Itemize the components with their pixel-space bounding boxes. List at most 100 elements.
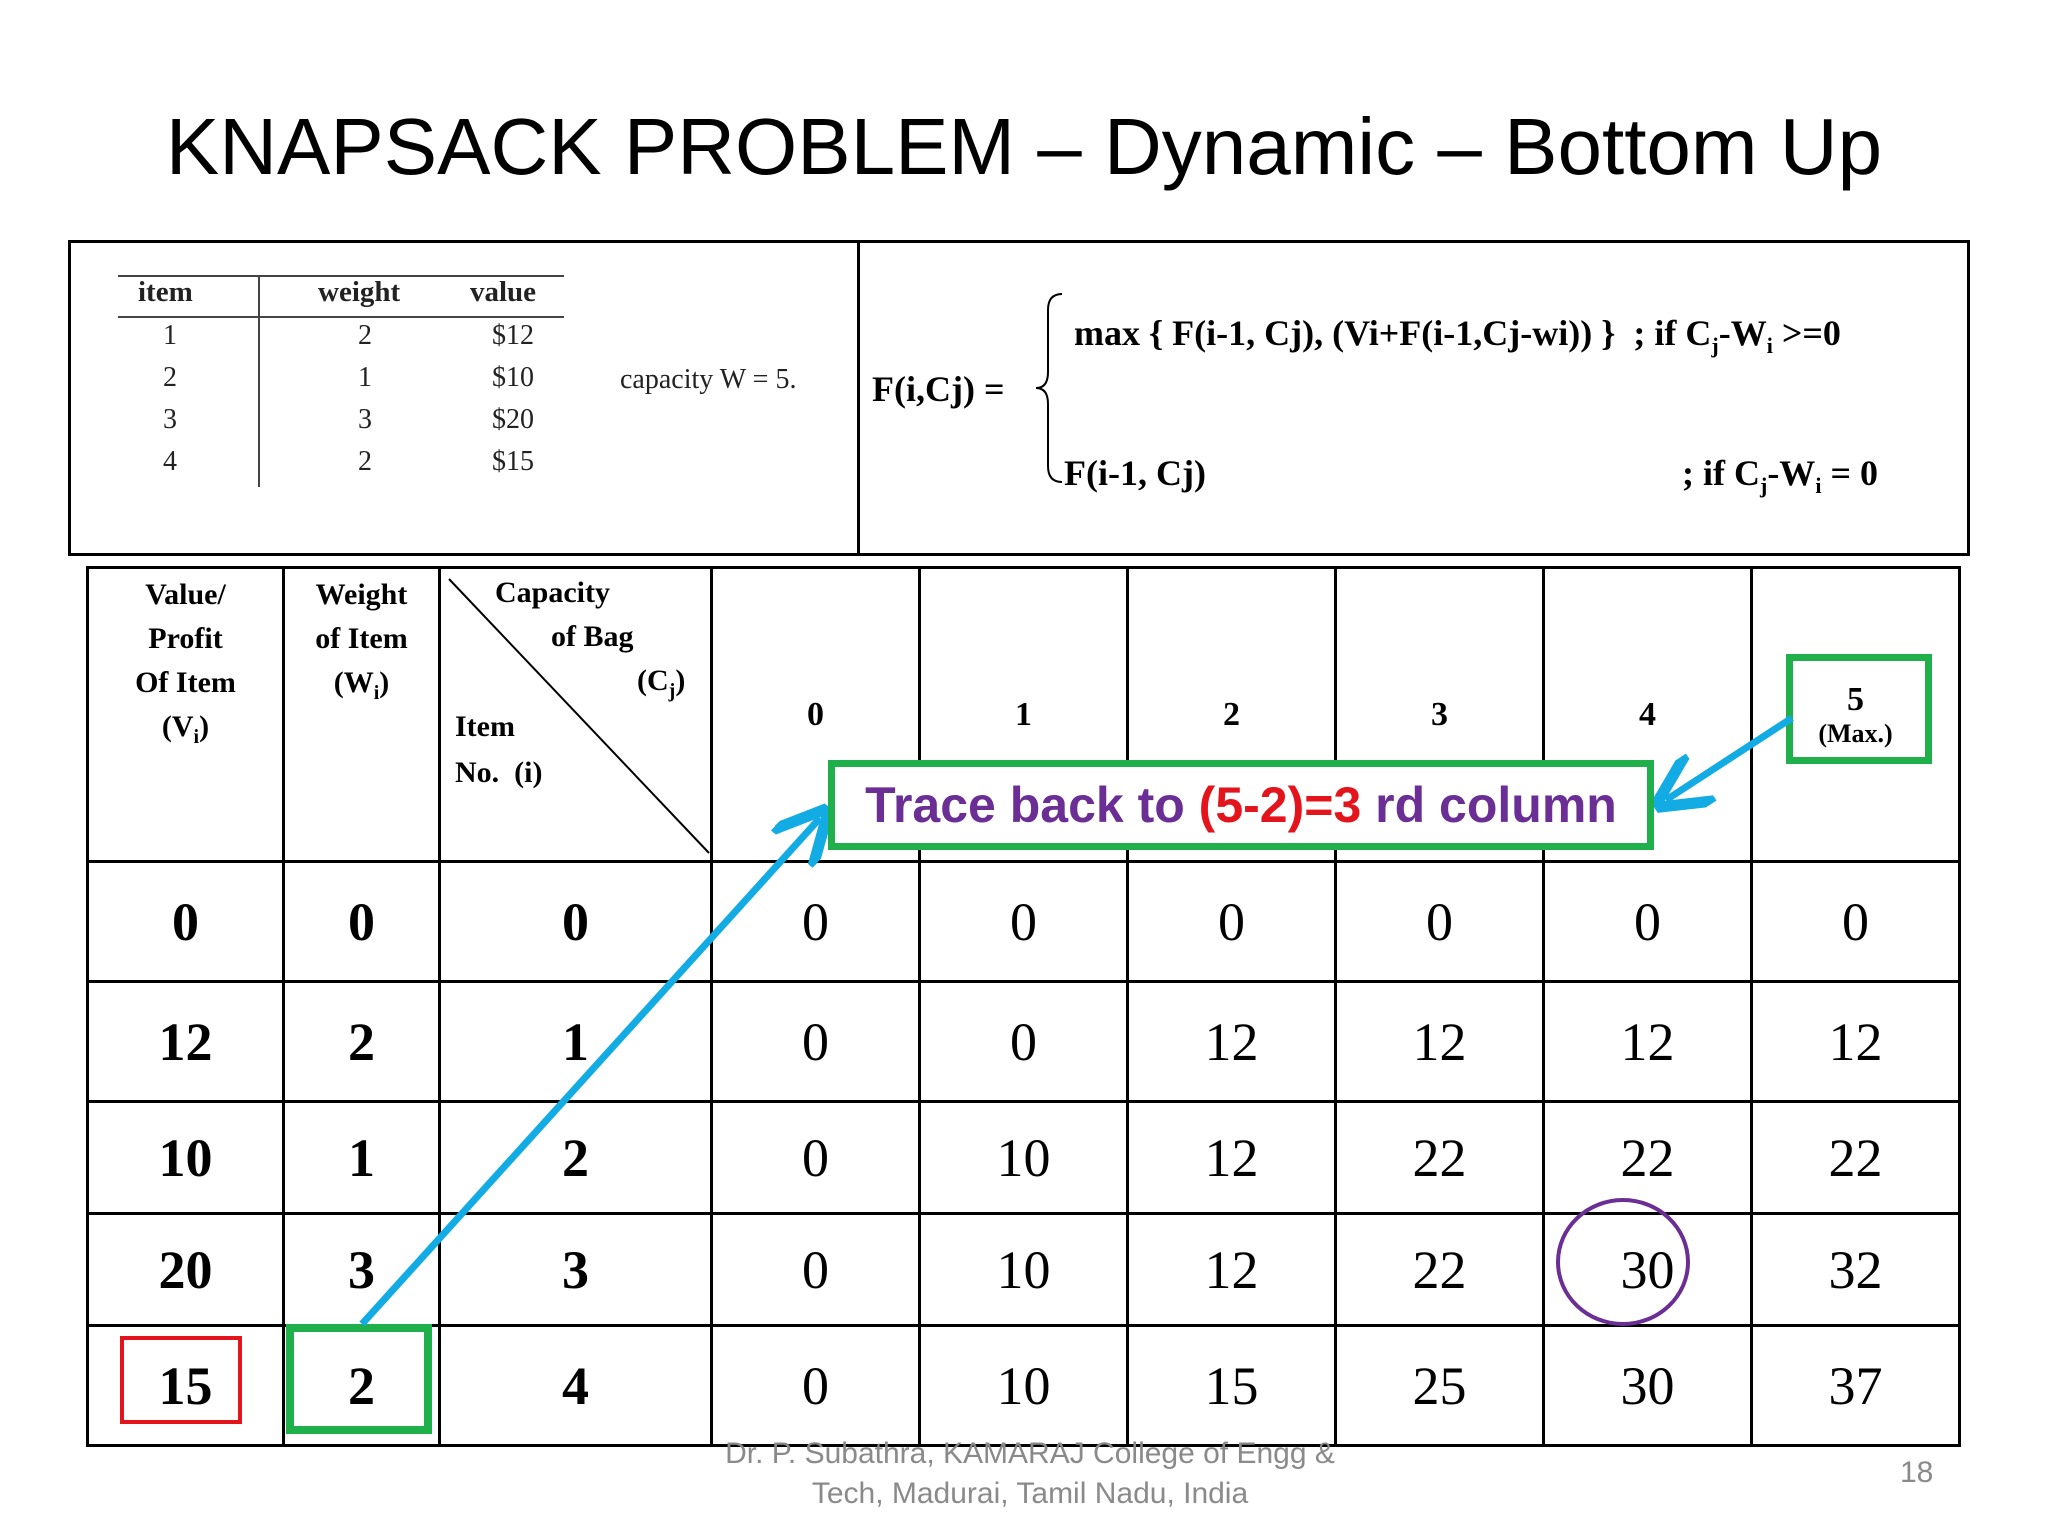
header-value-line4: (Vi) — [89, 705, 282, 759]
dp-cell: 10 — [918, 1324, 1129, 1447]
items-cell: $15 — [492, 446, 534, 477]
row-item: 4 — [438, 1324, 713, 1447]
dp-cell: 12 — [1126, 980, 1337, 1103]
dp-cell: 12 — [1542, 980, 1753, 1103]
dp-cell: 30 — [1542, 1324, 1753, 1447]
subscript-i: i — [373, 682, 380, 704]
row-value: 15 — [86, 1324, 285, 1447]
dp-cell: 12 — [1750, 980, 1961, 1103]
formula-case2-cond: ; if C — [1682, 453, 1760, 493]
header-weight-close: ) — [379, 666, 390, 699]
header-item-line2: No. (i) — [455, 756, 543, 789]
dp-cell: 0 — [918, 980, 1129, 1103]
trace-note-part2: (5-2)=3 — [1198, 777, 1362, 833]
trace-back-note: Trace back to (5-2)=3 rd column — [828, 760, 1654, 850]
header-value-line1: Value/ — [145, 578, 226, 611]
dp-cell: 0 — [1542, 860, 1753, 983]
subscript-j: j — [1711, 333, 1719, 359]
dp-cell: 12 — [1334, 980, 1545, 1103]
dp-cell: 15 — [1126, 1324, 1337, 1447]
items-header-item: item — [138, 276, 193, 308]
row-item: 2 — [438, 1100, 713, 1215]
capacity-column-5-label: 5 — [1847, 680, 1864, 718]
items-cell: $20 — [492, 404, 534, 435]
header-value-line3: Of Item — [135, 666, 236, 699]
header-diagonal-line — [448, 578, 710, 854]
dp-cell: 22 — [1334, 1100, 1545, 1215]
header-capacity-symbol: (C — [637, 664, 669, 697]
row-value: 0 — [86, 860, 285, 983]
dp-cell: 25 — [1334, 1324, 1545, 1447]
formula-panel — [68, 240, 1970, 556]
dp-cell: 0 — [1750, 860, 1961, 983]
items-cell: 2 — [163, 362, 177, 393]
header-capacity-close: ) — [675, 664, 686, 697]
header-weight-line2: of Item — [315, 622, 408, 655]
value-15-highlight — [120, 1336, 242, 1424]
items-table-vertical-rule — [258, 275, 260, 487]
dp-cell: 0 — [710, 1324, 921, 1447]
subscript-i: i — [193, 726, 200, 748]
formula-case2: F(i-1, Cj) — [1064, 453, 1206, 493]
formula-case2-cond-mid: -W — [1767, 453, 1816, 493]
items-table-header-rule — [118, 316, 564, 318]
dp-cell: 0 — [710, 1212, 921, 1327]
subscript-i: i — [1815, 473, 1822, 499]
dp-cell: 0 — [710, 980, 921, 1103]
formula-case2-condition: ; if Cj-Wi = 0 — [1682, 452, 1878, 499]
items-cell: 2 — [358, 320, 372, 351]
row-value: 20 — [86, 1212, 285, 1327]
dp-cell: 10 — [918, 1100, 1129, 1215]
page-number: 18 — [1900, 1456, 1934, 1489]
header-capacity-line2: of Bag — [551, 620, 634, 653]
items-cell: 2 — [358, 446, 372, 477]
dp-cell: 0 — [710, 860, 921, 983]
dp-cell: 0 — [710, 1100, 921, 1215]
dp-cell: 0 — [1126, 860, 1337, 983]
arrow-from-weight-to-trace-box — [359, 818, 820, 1327]
subscript-i: i — [1766, 333, 1773, 359]
capacity-column-5: 5 (Max.) — [1750, 566, 1961, 863]
dp-cell: 0 — [1334, 860, 1545, 983]
header-value-close: ) — [199, 710, 210, 743]
items-cell: $10 — [492, 362, 534, 393]
row-weight: 2 — [282, 980, 441, 1103]
row-item: 0 — [438, 860, 713, 983]
trace-note-part3: rd column — [1361, 777, 1617, 833]
dp-cell: 12 — [1126, 1212, 1337, 1327]
header-capacity-line1: Capacity — [495, 576, 610, 609]
items-cell: 1 — [163, 320, 177, 351]
row-value: 10 — [86, 1100, 285, 1215]
subscript-j: j — [668, 680, 676, 702]
items-header-value: value — [470, 276, 537, 308]
dp-cell: 12 — [1126, 1100, 1337, 1215]
items-table-top-rule — [118, 275, 564, 277]
items-cell: $12 — [492, 320, 534, 351]
dp-cell: 22 — [1334, 1212, 1545, 1327]
header-weight: Weight of Item (Wi) — [282, 566, 441, 863]
formula-case2-cond-post: = 0 — [1821, 453, 1878, 493]
weight-2-highlight — [286, 1324, 432, 1434]
footer-line1: Dr. P. Subathra, KAMARAJ College of Engg… — [725, 1437, 1335, 1470]
row-weight: 1 — [282, 1100, 441, 1215]
header-value-profit: Value/ Profit Of Item (Vi) — [86, 566, 285, 863]
header-weight-line1: Weight — [315, 578, 408, 611]
subscript-j: j — [1759, 473, 1768, 499]
header-value-symbol: (V — [161, 710, 194, 743]
trace-note-part1: Trace back to — [865, 777, 1199, 833]
items-header-weight: weight — [318, 276, 401, 308]
header-weight-line3: (Wi) — [285, 661, 438, 715]
dp-cell: 0 — [918, 860, 1129, 983]
formula-brace — [1035, 293, 1063, 483]
capacity-label: capacity W = 5. — [620, 364, 797, 395]
dp-cell: 37 — [1750, 1324, 1961, 1447]
header-capacity-item: Capacity of Bag (Cj) Item No. (i) — [438, 566, 713, 863]
panel-divider — [857, 240, 860, 556]
row-item: 1 — [438, 980, 713, 1103]
items-cell: 3 — [163, 404, 177, 435]
row-item: 3 — [438, 1212, 713, 1327]
formula-case1-cond-mid: -W — [1718, 313, 1767, 353]
items-cell: 1 — [358, 362, 372, 393]
footer-line2: Tech, Madurai, Tamil Nadu, India — [811, 1477, 1249, 1510]
